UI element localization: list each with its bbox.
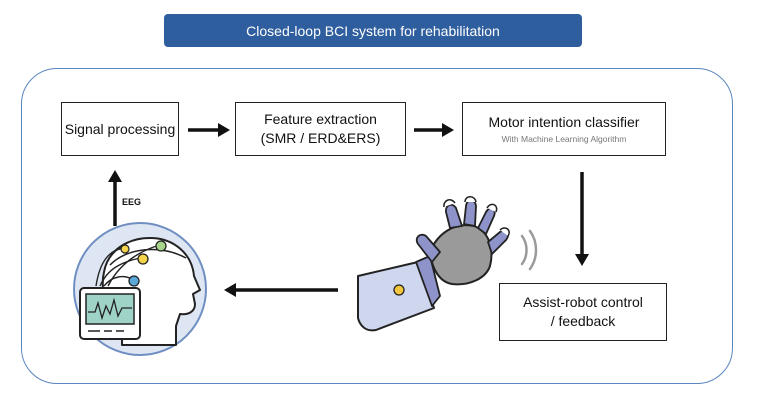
classifier-label: Motor intention classifier bbox=[488, 113, 640, 130]
loop-frame bbox=[21, 68, 733, 384]
monitor-icon bbox=[79, 287, 141, 340]
title-banner: Closed-loop BCI system for rehabilitatio… bbox=[164, 14, 582, 47]
motor-intention-classifier-box: Motor intention classifier With Machine … bbox=[462, 102, 666, 156]
feature-extraction-box: Feature extraction (SMR / ERD&ERS) bbox=[235, 102, 406, 156]
classifier-sublabel: With Machine Learning Algorithm bbox=[501, 133, 627, 144]
arrow-glove-to-head bbox=[224, 283, 338, 297]
vibration-icon bbox=[520, 229, 538, 271]
eeg-edge-label: EEG bbox=[122, 197, 142, 207]
signal-processing-label: Signal processing bbox=[64, 120, 176, 137]
diagram-title: Closed-loop BCI system for rehabilitatio… bbox=[246, 22, 500, 39]
signal-processing-box: Signal processing bbox=[61, 102, 179, 156]
arrow-feature-to-classifier bbox=[414, 123, 454, 137]
robotic-glove-icon bbox=[357, 196, 510, 332]
arrow-signal-to-feature bbox=[188, 123, 230, 137]
assist-robot-control-box: Assist-robot control / feedback bbox=[499, 283, 667, 341]
feature-extraction-label: Feature extraction bbox=[264, 111, 377, 128]
assist-robot-detail: / feedback bbox=[550, 313, 616, 329]
arrow-classifier-to-assist bbox=[575, 172, 589, 266]
feature-extraction-detail: (SMR / ERD&ERS) bbox=[260, 130, 381, 146]
assist-robot-label: Assist-robot control bbox=[523, 294, 643, 311]
arrow-eeg-up bbox=[108, 170, 122, 226]
